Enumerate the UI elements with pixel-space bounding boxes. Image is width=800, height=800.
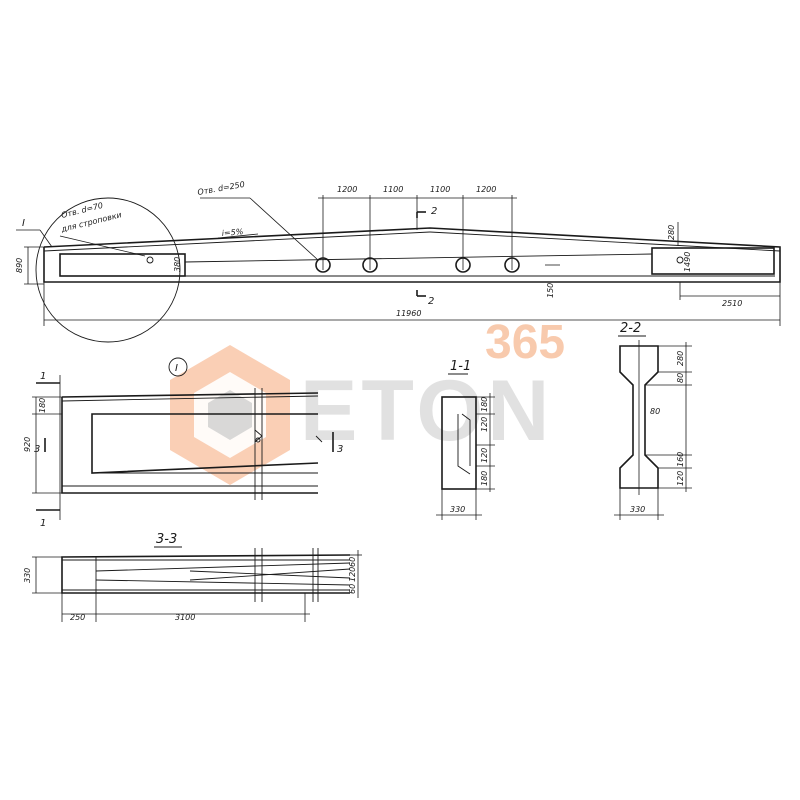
detail-marker-label: I bbox=[22, 218, 25, 229]
section-2-2: 2-2 280 80 80 160 120 330 bbox=[614, 321, 692, 520]
right-top-label: 280 bbox=[667, 225, 676, 240]
s11-dim-low: 120 bbox=[480, 448, 489, 463]
section-2-2-title: 2-2 bbox=[620, 321, 641, 336]
spacing-4: 1200 bbox=[476, 185, 496, 194]
right-dimensions: 280 1490 150 2510 bbox=[546, 222, 780, 308]
overall-length-label: 11960 bbox=[396, 309, 421, 318]
eton-watermark: 365 ETON bbox=[170, 316, 565, 485]
detail-dim-height: 920 bbox=[23, 437, 32, 452]
section-mark-top: 2 bbox=[431, 206, 437, 217]
s22-dim-flange: 80 bbox=[676, 373, 685, 383]
s11-dim-mid: 120 bbox=[480, 417, 489, 432]
slope-arrow bbox=[217, 233, 259, 239]
spacing-3: 1100 bbox=[430, 185, 450, 194]
detail-cut-right: 3 bbox=[337, 444, 343, 455]
spacing-1: 1200 bbox=[337, 185, 357, 194]
end-height-label: 890 bbox=[15, 258, 24, 273]
s11-dim-top: 180 bbox=[480, 397, 489, 412]
center-dim-label: 150 bbox=[546, 283, 555, 298]
s33-height: 330 bbox=[23, 568, 32, 583]
section-mark-bottom: 2 bbox=[428, 296, 434, 307]
s22-dim-bottom: 120 bbox=[676, 471, 685, 486]
s33-right-dim-1: 60 bbox=[348, 557, 357, 567]
s22-dim-top: 280 bbox=[676, 351, 685, 366]
section-3-3-title: 3-3 bbox=[156, 532, 177, 547]
end-offset-label: 2510 bbox=[722, 299, 742, 308]
detail-cut-left: 3 bbox=[34, 444, 40, 455]
holes-note: Отв. d=250 bbox=[197, 180, 319, 261]
detail-view: I 1 1 3 3 180 920 bbox=[23, 357, 343, 529]
slope-label: i=5% bbox=[221, 227, 243, 238]
s22-dim-web: 80 bbox=[650, 407, 660, 416]
end-height-dimension: 890 380 bbox=[15, 246, 182, 285]
detail-dim-top: 180 bbox=[38, 398, 47, 413]
section-1-1: 1-1 180 120 120 180 330 bbox=[436, 359, 495, 520]
detail-circle: I bbox=[16, 197, 181, 343]
s33-dim-right: 3100 bbox=[175, 613, 195, 622]
s33-right-dim-2: 120 bbox=[348, 567, 357, 582]
detail-section-1-bottom: 1 bbox=[40, 518, 46, 529]
detail-section-1-top: 1 bbox=[40, 371, 46, 382]
s11-dim-bottom: 180 bbox=[480, 471, 489, 486]
small-left-label: 380 bbox=[173, 257, 182, 272]
beam-elevation bbox=[43, 195, 781, 283]
lifting-hole bbox=[146, 256, 154, 264]
s22-dim-low-flange: 160 bbox=[676, 452, 685, 467]
s22-width: 330 bbox=[630, 505, 645, 514]
s33-dim-left: 250 bbox=[70, 613, 85, 622]
holes-note-text: Отв. d=250 bbox=[197, 180, 246, 197]
hexagon-logo-icon bbox=[170, 345, 290, 485]
overall-length-dimension: 11960 bbox=[43, 282, 781, 326]
watermark-number: 365 bbox=[485, 316, 565, 369]
section-3-3: 3-3 330 60 120 60 250 3100 bbox=[23, 532, 362, 622]
s11-width: 330 bbox=[450, 505, 465, 514]
s33-right-dim-3: 60 bbox=[348, 584, 357, 594]
lifting-hole bbox=[676, 256, 684, 264]
section-1-1-title: 1-1 bbox=[450, 359, 471, 374]
section-mark-2: 2 2 bbox=[416, 206, 437, 307]
right-mid-label: 1490 bbox=[683, 252, 692, 272]
watermark-text: ETON bbox=[300, 363, 553, 459]
detail-title: I bbox=[175, 363, 178, 374]
spacing-2: 1100 bbox=[383, 185, 403, 194]
hole-spacing-dimensions: 1200 1100 1100 1200 bbox=[318, 185, 517, 199]
